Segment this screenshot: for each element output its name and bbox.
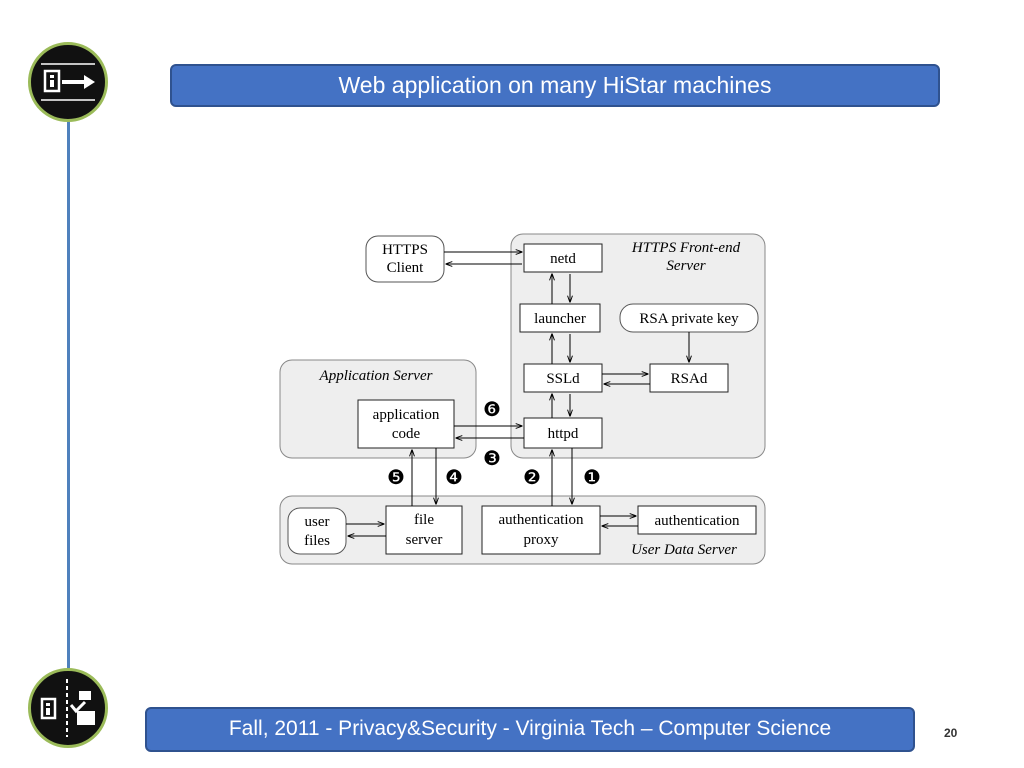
svg-text:file: file [414,512,434,528]
step-2-marker: ❷ [523,467,541,489]
svg-text:netd: netd [550,251,576,267]
httpd-node: httpd [523,417,603,449]
svg-text:Client: Client [387,260,424,276]
step-5-marker: ❺ [387,467,405,489]
authentication-node: authentication [637,505,757,535]
user-data-server-label: User Data Server [631,542,737,558]
authentication-proxy-node: authentication proxy [481,505,601,555]
ssld-node: SSLd [523,363,603,393]
svg-text:authentication: authentication [499,512,584,528]
frontend-region-label-1: HTTPS Front-end [631,240,741,256]
step-3-marker: ❸ [483,448,501,470]
document-arrow-icon [28,42,108,122]
svg-text:launcher: launcher [534,311,586,327]
step-4-marker: ❹ [445,467,463,489]
svg-text:httpd: httpd [548,426,579,442]
slide-footer: Fall, 2011 - Privacy&Security - Virginia… [145,707,915,752]
rsa-private-key-node: RSA private key [619,303,759,333]
frontend-region-label-2: Server [666,258,705,274]
file-server-node: file server [385,505,463,555]
svg-text:HTTPS: HTTPS [382,242,428,258]
architecture-diagram: HTTPS Front-end Server Application Serve… [279,233,766,565]
step-1-marker: ❶ [583,467,601,489]
svg-text:RSA private key: RSA private key [639,311,739,327]
frontend-server-region [510,233,766,459]
slide-title: Web application on many HiStar machines [170,64,940,107]
timeline-line [67,120,70,690]
svg-text:authentication: authentication [655,513,740,529]
user-files-node: user files [287,507,347,555]
svg-text:application: application [373,407,440,423]
step-6-marker: ❻ [483,399,501,421]
https-client-node: HTTPS Client [365,235,445,283]
svg-text:user: user [305,514,330,530]
rsad-node: RSAd [649,363,729,393]
launcher-node: launcher [519,303,601,333]
svg-text:code: code [392,426,421,442]
svg-text:SSLd: SSLd [546,371,580,387]
application-server-label: Application Server [319,368,433,384]
svg-text:files: files [304,533,330,549]
svg-text:proxy: proxy [524,532,559,548]
document-checkpoint-icon [28,668,108,748]
application-code-node: application code [357,399,455,449]
svg-text:RSAd: RSAd [671,371,708,387]
page-number: 20 [944,726,958,740]
svg-text:server: server [406,532,443,548]
netd-node: netd [523,243,603,273]
